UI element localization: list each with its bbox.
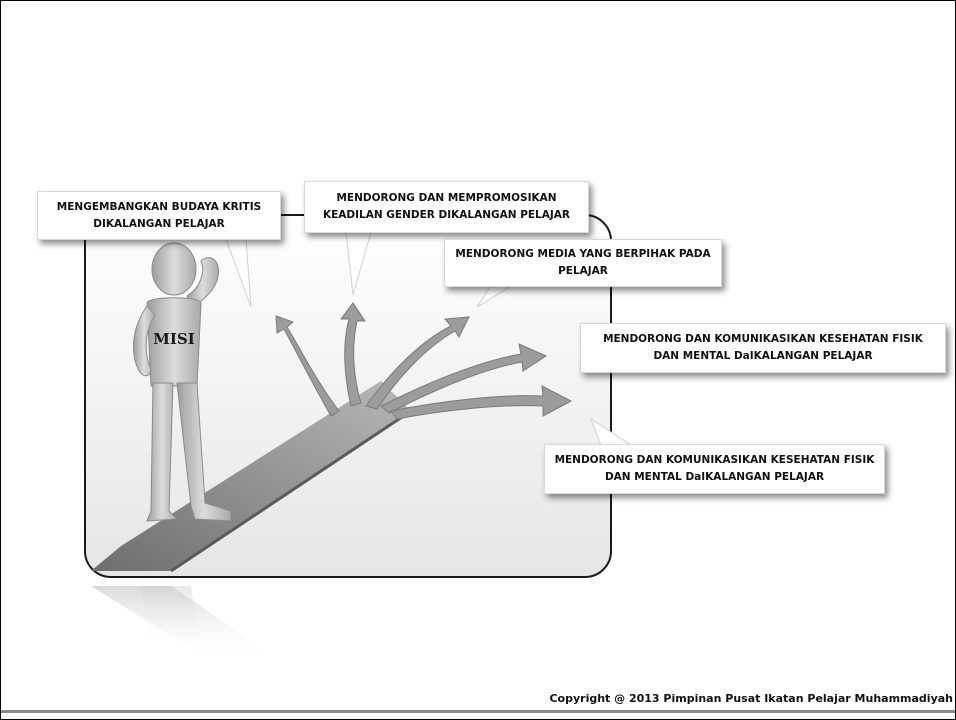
- road-edge: [170, 409, 412, 573]
- slide-bottom-line: [1, 710, 955, 713]
- callout-gender-justice-text: MENDORONG DAN MEMPROMOSIKAN KEADILAN GEN…: [322, 192, 570, 221]
- callout-critical-culture-text: MENGEMBANGKAN BUDAYA KRITIS DIKALANGAN P…: [56, 200, 262, 230]
- arrow-right-upper: [380, 343, 548, 414]
- callout-health-communication-1: MENDORONG DAN KOMUNIKASIKAN KESEHATAN FI…: [580, 323, 946, 373]
- callout-health-communication-1-text: MENDORONG DAN KOMUNIKASIKAN KESEHATAN FI…: [603, 333, 923, 362]
- road: [91, 381, 411, 571]
- figure: [133, 242, 232, 522]
- arrow-left: [275, 315, 340, 417]
- figure-raised-arm: [186, 257, 220, 307]
- callout-health-communication-2-text: MENDORONG DAN KOMUNIKASIKAN KESEHATAN FI…: [554, 454, 875, 483]
- figure-head: [151, 242, 197, 296]
- footer-copyright: Copyright @ 2013 Pimpinan Pusat Ikatan P…: [549, 692, 953, 705]
- callout-student-media-text: MENDORONG MEDIA YANG BERPIHAK PADA PELAJ…: [455, 248, 711, 277]
- arrow-branches: [275, 302, 573, 420]
- callout-health-communication-2: MENDORONG DAN KOMUNIKASIKAN KESEHATAN FI…: [544, 444, 885, 494]
- illustration-reflection: [91, 586, 281, 661]
- arrow-right-lower: [390, 385, 573, 420]
- figure-hip-arm: [133, 305, 156, 377]
- figure-right-leg: [176, 382, 232, 522]
- arrow-up-right: [365, 316, 470, 410]
- arrow-up: [340, 302, 366, 407]
- figure-torso: [146, 297, 202, 387]
- callout-gender-justice: MENDORONG DAN MEMPROMOSIKAN KEADILAN GEN…: [304, 181, 589, 233]
- figure-shirt-text: MISI: [153, 330, 194, 348]
- callout-critical-culture: MENGEMBANGKAN BUDAYA KRITIS DIKALANGAN P…: [37, 191, 281, 240]
- callout-student-media: MENDORONG MEDIA YANG BERPIHAK PADA PELAJ…: [444, 239, 722, 287]
- figure-left-leg: [146, 382, 179, 522]
